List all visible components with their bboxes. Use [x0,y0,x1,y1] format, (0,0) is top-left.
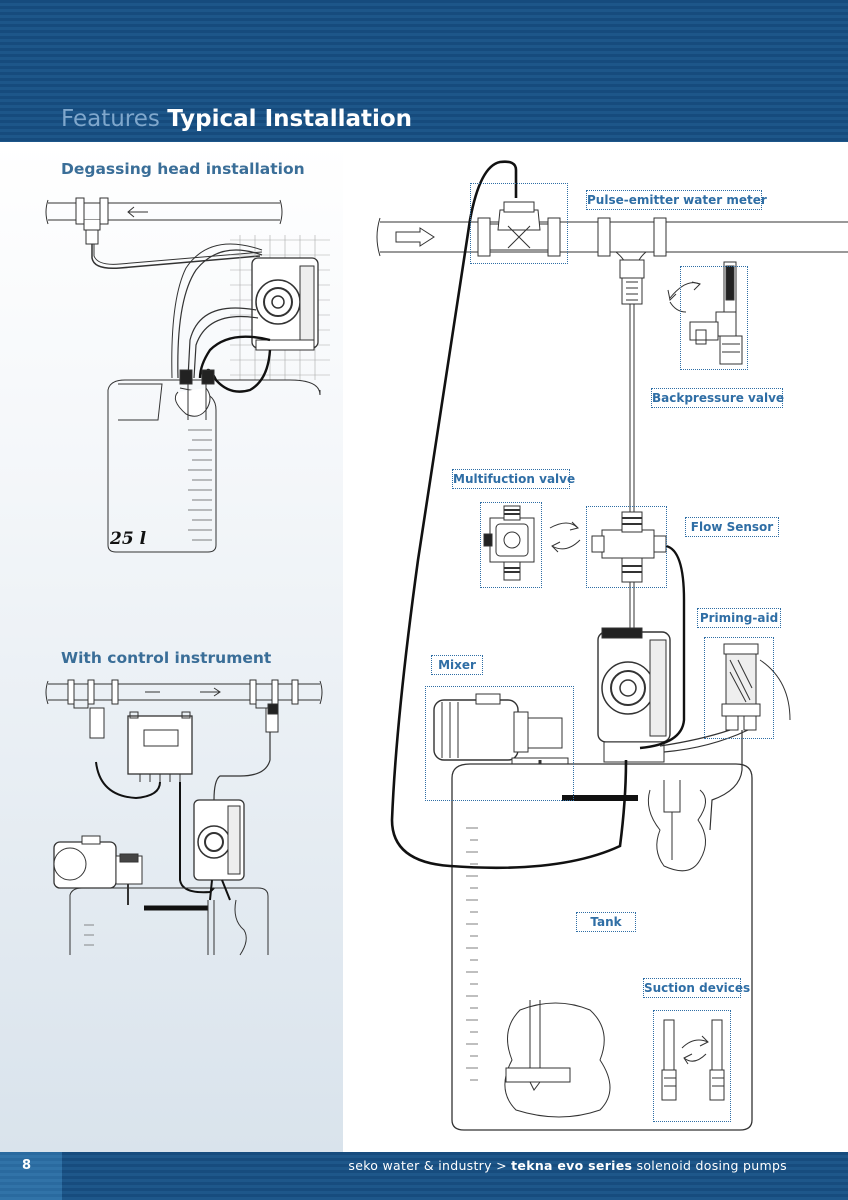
footer-tagline: seko water & industry > tekna evo series… [348,1158,787,1173]
title-main: Typical Installation [167,106,413,132]
flow-sensor-highlight [586,506,667,588]
page-footer: 8 seko water & industry > tekna evo seri… [0,1152,848,1200]
degassing-illustration: 25 l [45,197,330,553]
footer-series: tekna evo series [511,1158,633,1173]
main-installation-illustration [376,160,848,1131]
page-number: 8 [22,1158,32,1173]
priming-aid-highlight [704,637,774,739]
page-number-box: 8 [0,1152,62,1200]
mixer-label: Mixer [431,655,483,675]
pulse-meter-label: Pulse-emitter water meter [586,190,767,210]
flow-sensor-label: Flow Sensor [685,517,779,537]
degassing-section-title: Degassing head installation [61,160,305,178]
control-section-title: With control instrument [61,649,272,667]
control-illustration [45,679,323,956]
pulse-meter-highlight [470,183,568,264]
tank-label: Tank [576,912,636,932]
footer-product: solenoid dosing pumps [636,1158,787,1173]
mixer-highlight [425,686,574,801]
priming-aid-label: Priming-aid [697,608,781,628]
title-prefix: Features [61,106,160,132]
multifunction-highlight [480,502,542,588]
suction-label: Suction devices [643,978,750,998]
multifunction-label: Multifuction valve [452,469,575,489]
backpressure-highlight [680,266,748,370]
suction-highlight [653,1010,731,1122]
page-title: Features Typical Installation [61,104,412,134]
tank-capacity-label: 25 l [109,529,147,549]
footer-brand: seko water & industry > [348,1158,507,1173]
page-header: Features Typical Installation [0,0,848,142]
backpressure-label: Backpressure valve [651,388,784,408]
